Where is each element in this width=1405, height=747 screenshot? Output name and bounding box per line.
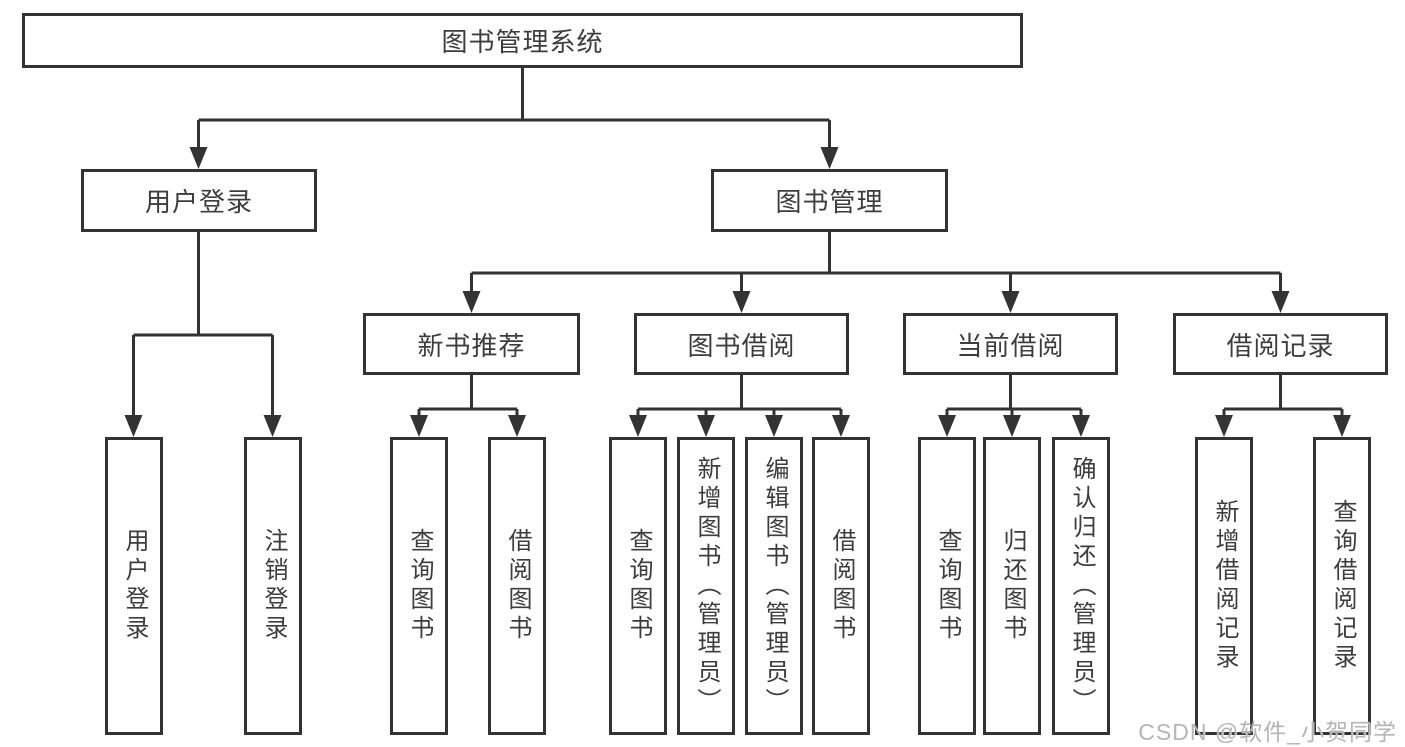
node-book-borrowing: 图书借阅 bbox=[634, 313, 849, 375]
leaf-return-book: 归还图书 bbox=[983, 437, 1041, 735]
leaf-query-books: 查询图书 bbox=[390, 437, 448, 735]
leaf-edit-book-admin: 编辑图书（管理员） bbox=[745, 437, 803, 735]
node-current-borrowing: 当前借阅 bbox=[903, 313, 1118, 375]
leaf-borrow-books: 借阅图书 bbox=[812, 437, 870, 735]
leaf-borrow-books: 借阅图书 bbox=[488, 437, 546, 735]
node-new-book-recommendation: 新书推荐 bbox=[363, 313, 580, 375]
leaf-query-borrow-record: 查询借阅记录 bbox=[1313, 437, 1371, 735]
leaf-logout: 注销登录 bbox=[244, 437, 302, 735]
leaf-query-books: 查询图书 bbox=[609, 437, 667, 735]
node-library-management-system: 图书管理系统 bbox=[22, 13, 1023, 68]
node-book-management: 图书管理 bbox=[711, 169, 948, 232]
leaf-confirm-return-admin: 确认归还（管理员） bbox=[1052, 437, 1110, 735]
leaf-user-login: 用户登录 bbox=[105, 437, 163, 735]
leaf-add-borrow-record: 新增借阅记录 bbox=[1195, 437, 1253, 735]
node-user-login: 用户登录 bbox=[81, 169, 317, 232]
leaf-add-book-admin: 新增图书（管理员） bbox=[677, 437, 735, 735]
node-borrowing-records: 借阅记录 bbox=[1173, 313, 1388, 375]
leaf-query-books: 查询图书 bbox=[918, 437, 976, 735]
csdn-watermark: CSDN @软件_小贺同学 bbox=[1138, 719, 1397, 745]
